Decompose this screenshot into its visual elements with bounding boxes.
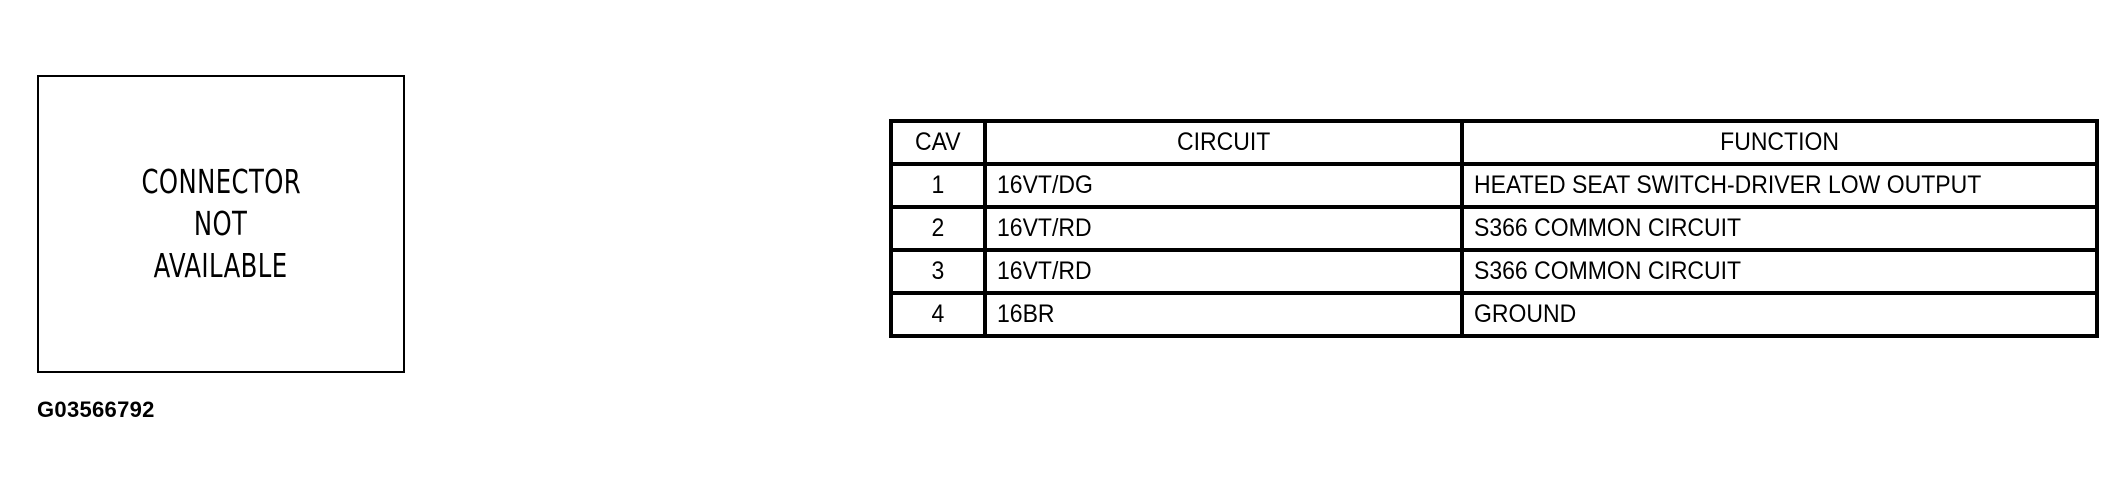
connector-label-line-2: NOT (194, 204, 248, 243)
cell-cav: 2 (889, 205, 987, 252)
connector-label-line-3: AVAILABLE (154, 246, 288, 285)
cell-function: S366 COMMON CIRCUIT (1460, 248, 2099, 295)
cell-function: S366 COMMON CIRCUIT (1460, 205, 2099, 252)
cell-function: HEATED SEAT SWITCH-DRIVER LOW OUTPUT (1460, 162, 2099, 209)
cell-circuit: 16VT/RD (983, 248, 1464, 295)
cell-cav: 4 (889, 291, 987, 338)
connector-label-line-1: CONNECTOR (141, 162, 301, 201)
header-cav: CAV (889, 119, 987, 166)
cell-circuit: 16BR (983, 291, 1464, 338)
table-row: 4 16BR GROUND (889, 291, 2099, 338)
table-row: 2 16VT/RD S366 COMMON CIRCUIT (889, 205, 2099, 252)
cell-circuit: 16VT/DG (983, 162, 1464, 209)
cell-cav: 1 (889, 162, 987, 209)
cell-circuit: 16VT/RD (983, 205, 1464, 252)
header-circuit: CIRCUIT (983, 119, 1464, 166)
cell-function: GROUND (1460, 291, 2099, 338)
header-function: FUNCTION (1460, 119, 2099, 166)
connector-pinout-table: CAV CIRCUIT FUNCTION 1 16VT/DG HEATED SE… (889, 119, 2099, 338)
table-row: 1 16VT/DG HEATED SEAT SWITCH-DRIVER LOW … (889, 162, 2099, 209)
table-header-row: CAV CIRCUIT FUNCTION (889, 119, 2099, 166)
figure-id: G03566792 (37, 397, 155, 422)
table-row: 3 16VT/RD S366 COMMON CIRCUIT (889, 248, 2099, 295)
cell-cav: 3 (889, 248, 987, 295)
connector-not-available-box: CONNECTOR NOT AVAILABLE (37, 75, 405, 373)
